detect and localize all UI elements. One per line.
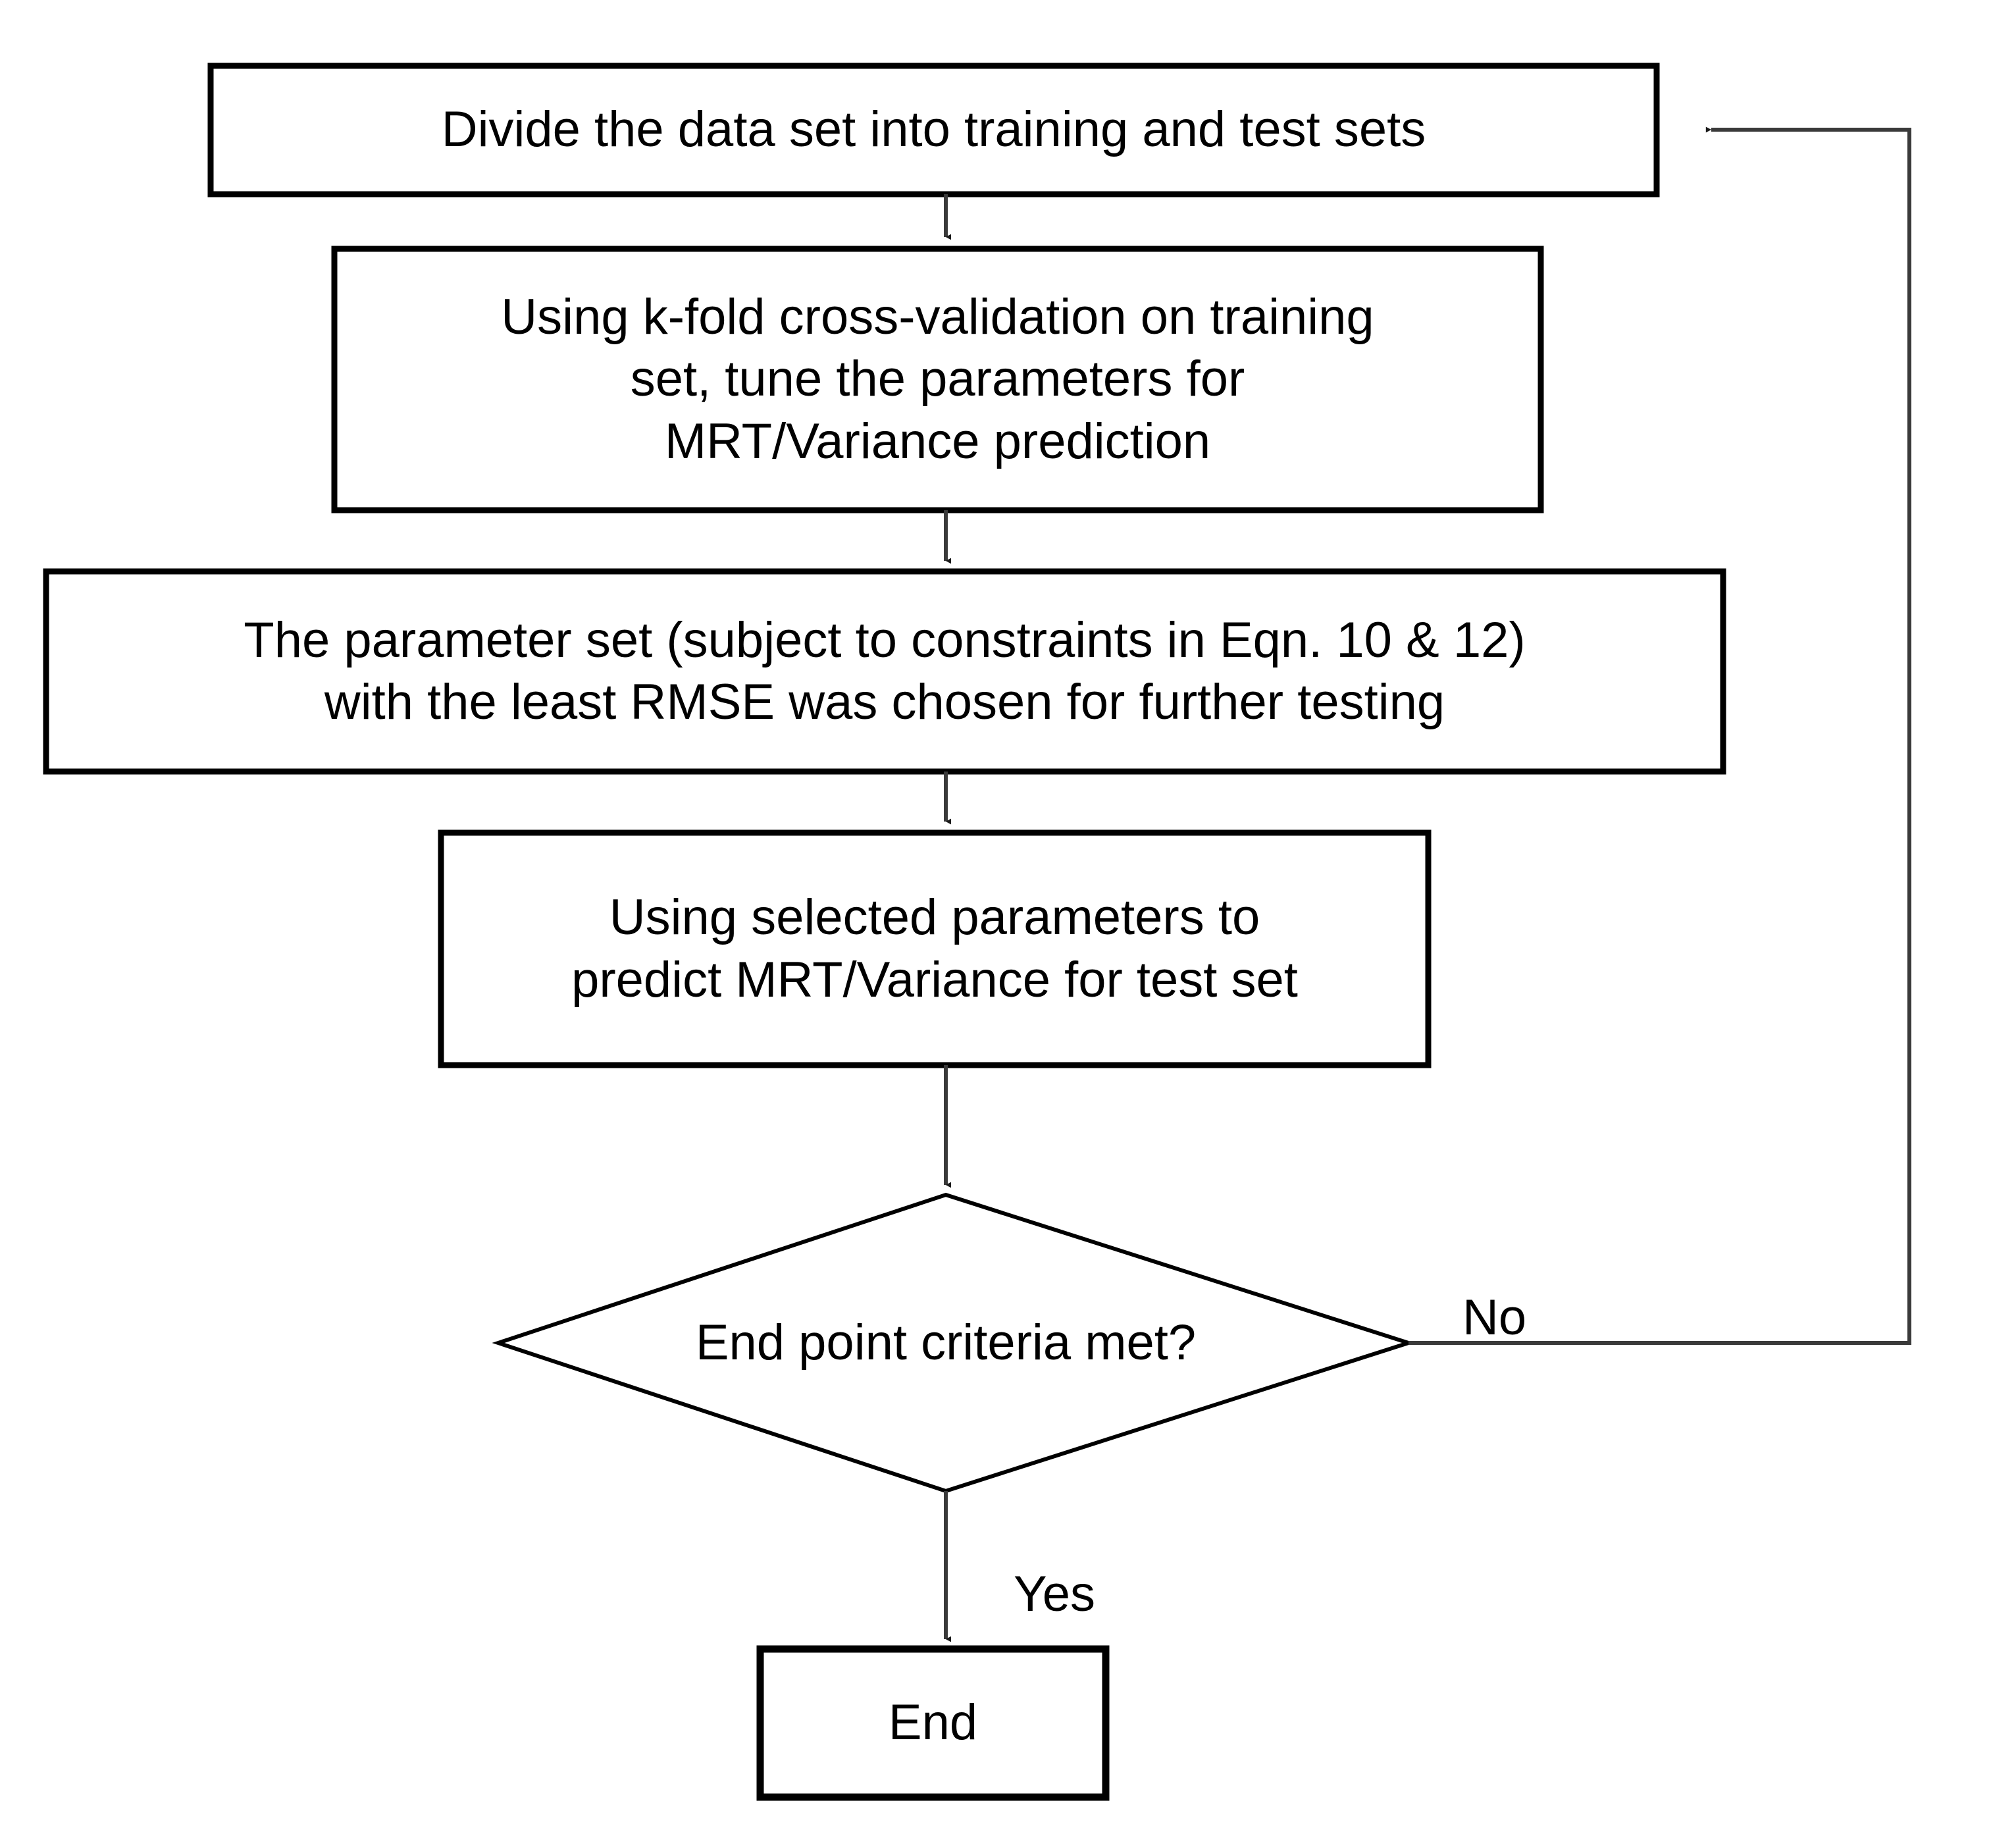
edge-decision-to-divide — [1409, 126, 1911, 1345]
node-divide-shape — [207, 63, 1660, 197]
node-predict-shape — [438, 829, 1432, 1068]
node-kfold-shape — [331, 246, 1544, 513]
node-decision-shape — [492, 1192, 1415, 1494]
node-end-shape — [756, 1645, 1110, 1801]
node-paramset-shape — [43, 568, 1726, 775]
